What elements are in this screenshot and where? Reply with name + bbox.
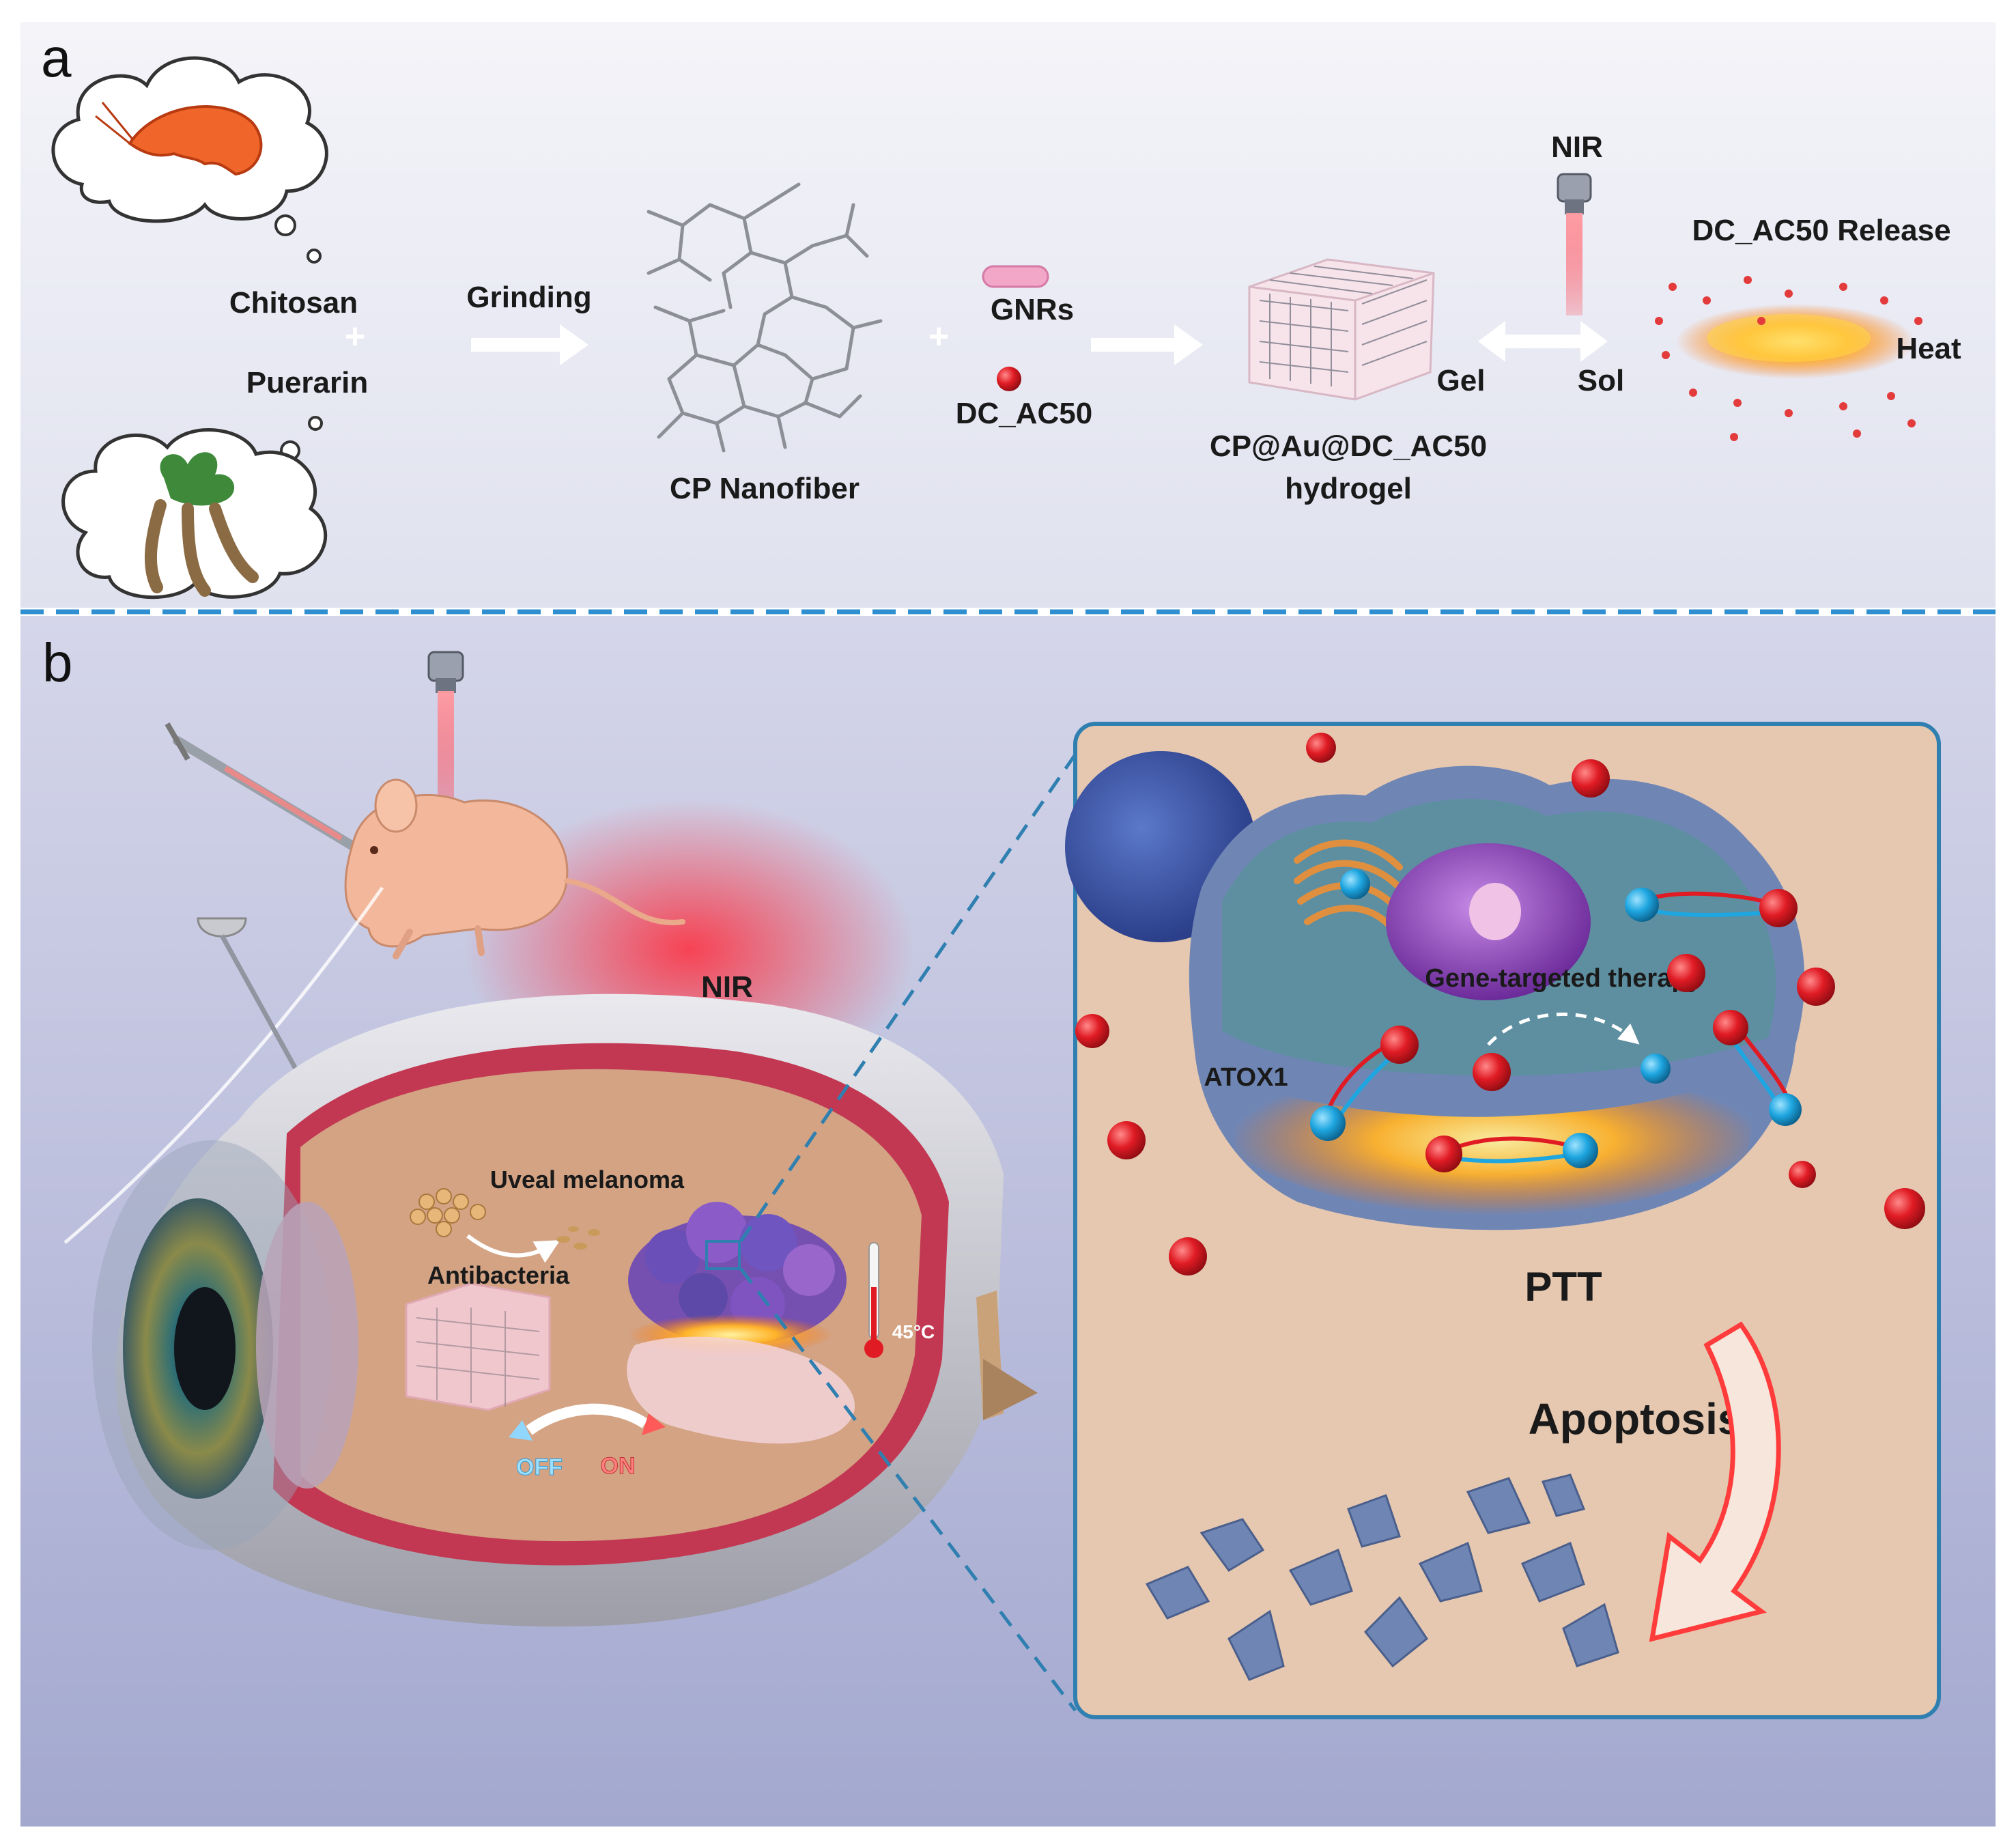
laser-device-icon xyxy=(1557,173,1592,315)
hydrogel-in-eye-icon xyxy=(405,1282,551,1411)
light-streak xyxy=(63,886,384,1244)
nucleus-icon xyxy=(1386,843,1591,1000)
cp-nanofiber-label: CP Nanofiber xyxy=(670,472,860,505)
kudzu-root-cloud-icon xyxy=(61,416,328,600)
plus-sign-a2: + xyxy=(928,317,949,356)
uveal-melanoma-label: Uveal melanoma xyxy=(490,1166,685,1194)
shrimp-icon xyxy=(128,105,263,176)
tumor-mass-icon xyxy=(628,1202,847,1355)
atox1-label: ATOX1 xyxy=(1204,1063,1288,1092)
off-label: OFF xyxy=(516,1454,563,1480)
heat-label: Heat xyxy=(1896,332,1961,365)
panel-b-letter: b xyxy=(42,632,73,693)
nir-label-a: NIR xyxy=(1551,130,1603,164)
gnr-rod-icon xyxy=(982,265,1049,288)
cp-nanofiber-network xyxy=(647,182,883,453)
antibacteria-label: Antibacteria xyxy=(427,1261,570,1289)
panel-a-letter: a xyxy=(41,27,72,88)
zoom-line-top xyxy=(739,753,1077,1243)
lens-icon xyxy=(256,1202,358,1489)
laser-beam-a xyxy=(1566,213,1582,315)
zoom-line-bottom xyxy=(739,1267,1077,1712)
mouse-icon xyxy=(344,778,685,959)
panel-a-background xyxy=(20,22,1996,608)
dc-ac50-label: DC_AC50 xyxy=(956,397,1093,430)
temperature-label: 45°C xyxy=(892,1321,935,1342)
bacteria-cluster-icon xyxy=(410,1188,486,1237)
chitosan-label: Chitosan xyxy=(229,286,358,320)
tumor-tissue-base xyxy=(627,1336,855,1444)
sol-label: Sol xyxy=(1578,364,1624,397)
shrimp-cloud-icon xyxy=(51,56,328,264)
apoptosis-label: Apoptosis xyxy=(1529,1394,1742,1443)
puerarin-label: Puerarin xyxy=(246,366,369,399)
plus-sign-a1: + xyxy=(345,317,365,356)
gene-targeted-therapy-label: Gene-targeted therapy xyxy=(1425,964,1701,993)
cell-fragments xyxy=(1145,1474,1619,1681)
sol-release-cloud xyxy=(1655,276,1922,441)
ptt-label: PTT xyxy=(1524,1264,1602,1310)
grinding-label: Grinding xyxy=(466,281,591,314)
plant-leaves-icon xyxy=(160,452,235,506)
syringe-icon xyxy=(165,722,393,870)
hydrogel-name-line1: CP@Au@DC_AC50 xyxy=(1210,429,1487,463)
on-label: ON xyxy=(601,1453,636,1479)
gel-label: Gel xyxy=(1437,364,1486,397)
gel-sol-double-arrow xyxy=(1478,321,1608,362)
arrow-grinding xyxy=(471,324,588,365)
antibacteria-arrow xyxy=(466,1234,560,1263)
off-on-switch-icon xyxy=(509,1403,666,1441)
release-label: DC_AC50 Release xyxy=(1692,214,1950,247)
gnrs-label: GNRs xyxy=(991,293,1074,326)
hydrogel-name-line2: hydrogel xyxy=(1285,472,1412,505)
dc-ac50-particle-icon xyxy=(997,367,1021,391)
atox1-complexes xyxy=(1310,869,1802,1172)
apoptosis-arrow xyxy=(1649,1321,1781,1642)
arrow-to-hydrogel xyxy=(1091,324,1203,365)
thermometer-icon xyxy=(864,1242,883,1358)
eyeball-cross-section xyxy=(92,993,1038,1627)
dead-bacteria-icon xyxy=(556,1226,600,1250)
dc-ac50-particles xyxy=(1075,733,1925,1275)
hydrogel-cube-icon xyxy=(1248,258,1435,401)
gene-therapy-dashed-arrow xyxy=(1487,1013,1640,1046)
